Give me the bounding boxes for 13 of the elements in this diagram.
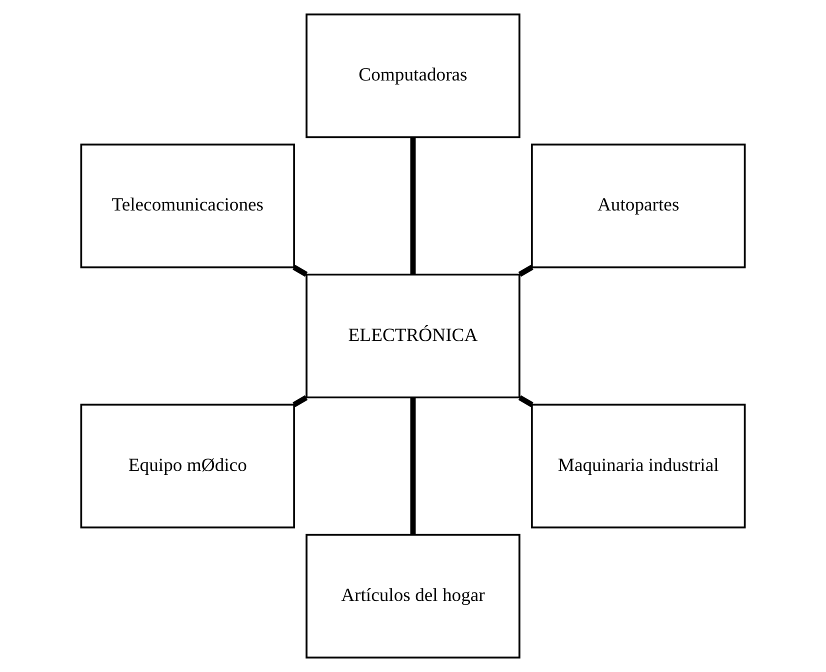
connector: [292, 264, 308, 277]
connector: [292, 395, 308, 408]
node-box: ELECTRÓNICA: [306, 274, 520, 398]
connector: [410, 137, 416, 274]
node-box: Equipo mØdico: [80, 404, 296, 528]
node-box: Telecomunicaciones: [80, 144, 296, 268]
node-box: Maquinaria industrial: [530, 404, 746, 528]
node-box: Computadoras: [306, 13, 520, 138]
node-box: Autopartes: [530, 144, 746, 268]
connector: [518, 395, 534, 408]
connector: [410, 398, 416, 535]
connector: [518, 264, 534, 277]
node-box: Artículos del hogar: [306, 534, 520, 659]
